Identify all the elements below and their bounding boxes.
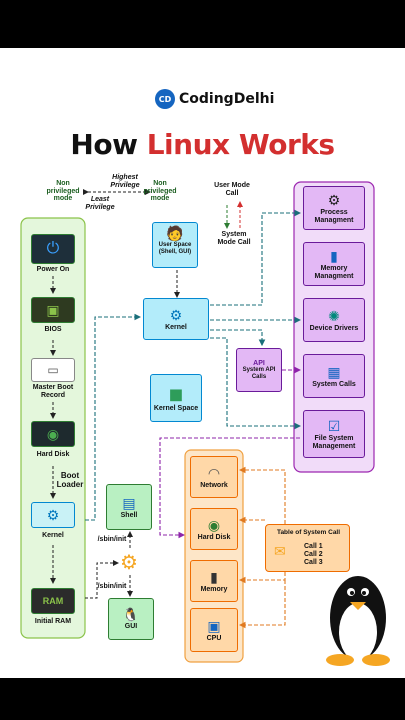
memory-management-node: ▮ Memory Managment bbox=[303, 242, 365, 286]
boot-kernel-label: Kernel bbox=[42, 532, 64, 539]
file-system-node: ☑ File System Management bbox=[303, 410, 365, 458]
non-privileged-right-label: Non privileged mode bbox=[143, 180, 177, 203]
least-privilege-label: Least Privilege bbox=[85, 196, 115, 211]
memory-stick-icon: ▮ bbox=[210, 568, 218, 585]
mbr-label: Master Boot Record bbox=[32, 384, 74, 399]
document-icon: ▭ bbox=[47, 363, 59, 377]
title-part1: How bbox=[70, 128, 138, 161]
arrow-kernel-filesystem bbox=[210, 337, 302, 430]
memory-management-label: Memory Managment bbox=[314, 264, 354, 280]
sbin-init-label-2: /sbin/init bbox=[97, 583, 127, 590]
fan-icon: ✺ bbox=[328, 307, 340, 324]
system-calls-label: System Calls bbox=[312, 380, 356, 388]
brand: CD CodingDelhi bbox=[155, 89, 274, 109]
gui-node: 🐧 GUI bbox=[108, 598, 154, 640]
network-node: ◠ Network bbox=[190, 456, 238, 498]
tux-small-icon: 🐧 bbox=[122, 607, 140, 623]
power-on-node: ⏻ bbox=[31, 234, 75, 264]
bios-chip-icon: ▣ bbox=[46, 301, 60, 318]
sbin-init-label-1: /sbin/init bbox=[97, 536, 127, 543]
system-call-3: Call 3 bbox=[304, 559, 323, 566]
api-chip-text: API bbox=[253, 359, 265, 367]
shell-node: ▤ Shell bbox=[106, 484, 152, 530]
power-icon: ⏻ bbox=[46, 240, 60, 257]
system-api-node: API System API Calls bbox=[236, 348, 282, 392]
system-calls-node: ▦ System Calls bbox=[303, 354, 365, 398]
brand-name: CodingDelhi bbox=[179, 91, 275, 107]
kernel-space-node: ◼ Kernel Space bbox=[150, 374, 202, 422]
cube-icon: ◼ bbox=[168, 383, 184, 404]
boot-loader-label: Boot Loader bbox=[56, 471, 84, 489]
title-part2: Linux Works bbox=[146, 128, 335, 161]
arrow-table-network bbox=[238, 466, 286, 530]
ram-chip-text: RAM bbox=[42, 596, 64, 606]
arrow-filesystem-harddisk bbox=[159, 437, 300, 539]
page-title: How Linux Works bbox=[0, 128, 405, 161]
kernel-center-icon: ⚙ bbox=[169, 306, 183, 323]
arrow-kernel-api bbox=[210, 329, 266, 347]
process-management-label: Process Managment bbox=[314, 208, 354, 224]
terminal-icon: ▤ bbox=[122, 494, 136, 511]
process-gear-icon: ⚙ bbox=[327, 191, 341, 208]
memory-label: Memory bbox=[200, 585, 228, 593]
cpu-icon: ▣ bbox=[207, 617, 221, 634]
system-call-1: Call 1 bbox=[304, 543, 323, 550]
hard-disk-icon: ◉ bbox=[46, 425, 60, 442]
system-call-2: Call 2 bbox=[304, 551, 323, 558]
tux-penguin-icon bbox=[326, 576, 390, 666]
resource-hard-disk-node: ◉ Hard Disk bbox=[190, 508, 238, 550]
checkbox-icon: ☑ bbox=[327, 417, 341, 434]
envelope-icon: ✉ bbox=[274, 543, 286, 559]
file-system-label: File System Management bbox=[312, 434, 356, 450]
highest-privilege-label: Highest Privilege bbox=[110, 174, 140, 189]
device-drivers-label: Device Drivers bbox=[309, 324, 359, 332]
usb-stick-icon: ▮ bbox=[330, 247, 338, 264]
device-drivers-node: ✺ Device Drivers bbox=[303, 298, 365, 342]
cpu-label: CPU bbox=[206, 634, 222, 642]
system-api-label: System API Calls bbox=[242, 366, 276, 380]
system-call-table: Table of System Call ✉ Call 1 Call 2 Cal… bbox=[265, 524, 350, 572]
gui-label: GUI bbox=[124, 623, 138, 631]
user-space-label: User Space (Shell, GUI) bbox=[158, 242, 192, 255]
initial-ram-node: RAM bbox=[31, 588, 75, 614]
user-space-node: 🧑 User Space (Shell, GUI) bbox=[152, 222, 198, 268]
bios-node: ▣ bbox=[31, 297, 75, 323]
boot-hard-disk-label: Hard Disk bbox=[36, 451, 70, 458]
boot-kernel-node: ⚙ bbox=[31, 502, 75, 528]
brand-logo: CD bbox=[155, 89, 175, 109]
arrow-kernel-process bbox=[210, 209, 302, 306]
shell-label: Shell bbox=[120, 511, 138, 519]
power-on-label: Power On bbox=[36, 266, 70, 273]
mbr-node: ▭ bbox=[31, 358, 75, 382]
user-mode-call-label: User Mode Call bbox=[214, 182, 250, 197]
arrow-bootkernel-kernel bbox=[85, 313, 142, 521]
system-call-table-title: Table of System Call bbox=[276, 529, 341, 536]
non-privileged-left-label: Non privileged mode bbox=[46, 180, 80, 203]
kernel-space-label: Kernel Space bbox=[153, 404, 199, 412]
resource-disk-icon: ◉ bbox=[207, 516, 221, 533]
memory-node: ▮ Memory bbox=[190, 560, 238, 602]
kernel-icon: ⚙ bbox=[46, 506, 60, 523]
wifi-icon: ◠ bbox=[207, 464, 221, 481]
init-gear-icon: ⚙ bbox=[120, 552, 138, 574]
bios-label: BIOS bbox=[44, 326, 62, 333]
initial-ram-label: Initial RAM bbox=[34, 618, 72, 625]
arrow-ram-init bbox=[85, 560, 119, 599]
kernel-node: ⚙ Kernel bbox=[143, 298, 209, 340]
kernel-label: Kernel bbox=[165, 323, 187, 331]
network-label: Network bbox=[200, 481, 228, 489]
user-avatar-icon: 🧑 bbox=[166, 225, 184, 241]
system-mode-call-label: System Mode Call bbox=[217, 231, 251, 246]
process-management-node: ⚙ Process Managment bbox=[303, 186, 365, 230]
cpu-node: ▣ CPU bbox=[190, 608, 238, 652]
arrow-table-cpu bbox=[238, 580, 286, 629]
resource-hard-disk-label: Hard Disk bbox=[197, 533, 231, 541]
card-icon: ▦ bbox=[327, 363, 341, 380]
boot-hard-disk-node: ◉ bbox=[31, 421, 75, 447]
